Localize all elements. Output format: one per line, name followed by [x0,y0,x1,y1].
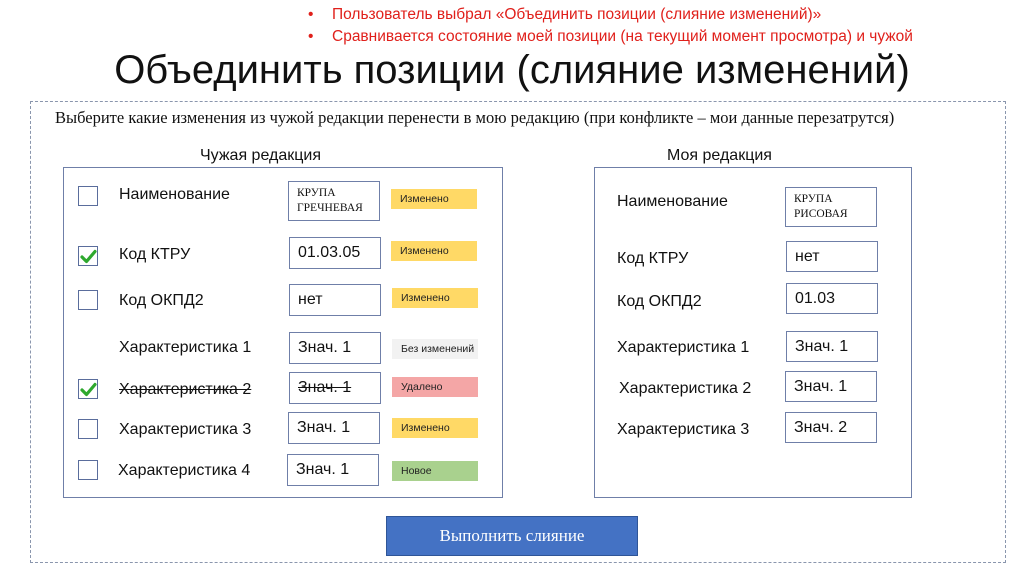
foreign-value-okpd2: нет [289,284,381,316]
foreign-value-name: КРУПА ГРЕЧНЕВАЯ [288,181,380,221]
status-badge-new: Новое [392,461,478,481]
my-row-label-name: Наименование [617,193,728,210]
my-value-okpd2: 01.03 [786,283,878,314]
note-item: Пользователь выбрал «Объединить позиции … [308,4,913,26]
status-badge-changed: Изменено [392,418,478,438]
row-label-char3: Характеристика 3 [119,421,252,438]
checkbox-char2[interactable] [78,379,98,399]
my-row-label-char1: Характеристика 1 [617,339,750,356]
merge-dialog-frame [30,101,1006,563]
status-badge-changed: Изменено [391,241,477,261]
checkbox-ktru[interactable] [78,246,98,266]
my-value-char3: Знач. 2 [785,412,877,443]
row-label-char4: Характеристика 4 [118,462,251,479]
status-badge-deleted: Удалено [392,377,478,397]
row-label-char2: Характеристика 2 [119,381,252,398]
check-icon [80,382,97,397]
check-icon [80,249,97,264]
my-row-label-okpd2: Код ОКПД2 [617,293,702,310]
foreign-value-char4: Знач. 1 [287,454,379,486]
notes-list: Пользователь выбрал «Объединить позиции … [308,4,913,48]
page-title: Объединить позиции (слияние изменений) [114,48,910,92]
merge-button[interactable]: Выполнить слияние [386,516,638,556]
my-row-label-ktru: Код КТРУ [617,250,689,267]
foreign-value-char1: Знач. 1 [289,332,381,364]
checkbox-name[interactable] [78,186,98,206]
foreign-panel-title: Чужая редакция [200,147,321,164]
foreign-value-char3: Знач. 1 [288,412,380,444]
foreign-value-char2: Знач. 1 [289,372,381,404]
row-label-okpd2: Код ОКПД2 [119,292,204,309]
mine-panel-title: Моя редакция [667,147,772,164]
my-row-label-char2: Характеристика 2 [619,380,752,397]
my-value-char2: Знач. 1 [785,371,877,402]
foreign-value-ktru: 01.03.05 [289,237,381,269]
checkbox-char3[interactable] [78,419,98,439]
checkbox-char4[interactable] [78,460,98,480]
row-label-ktru: Код КТРУ [119,246,191,263]
status-badge-unchanged: Без изменений [392,339,478,359]
foreign-value-char2-text: Знач. 1 [298,379,352,396]
status-badge-changed: Изменено [392,288,478,308]
my-row-label-char3: Характеристика 3 [617,421,750,438]
foreign-edition-panel [63,167,503,498]
my-value-name: КРУПА РИСОВАЯ [785,187,877,227]
checkbox-okpd2[interactable] [78,290,98,310]
my-value-ktru: нет [786,241,878,272]
my-value-char1: Знач. 1 [786,331,878,362]
note-item: Сравнивается состояние моей позиции (на … [308,26,913,48]
status-badge-changed: Изменено [391,189,477,209]
instruction-text: Выберите какие изменения из чужой редакц… [55,108,895,127]
row-label-name: Наименование [119,186,230,203]
row-label-char1: Характеристика 1 [119,339,252,356]
